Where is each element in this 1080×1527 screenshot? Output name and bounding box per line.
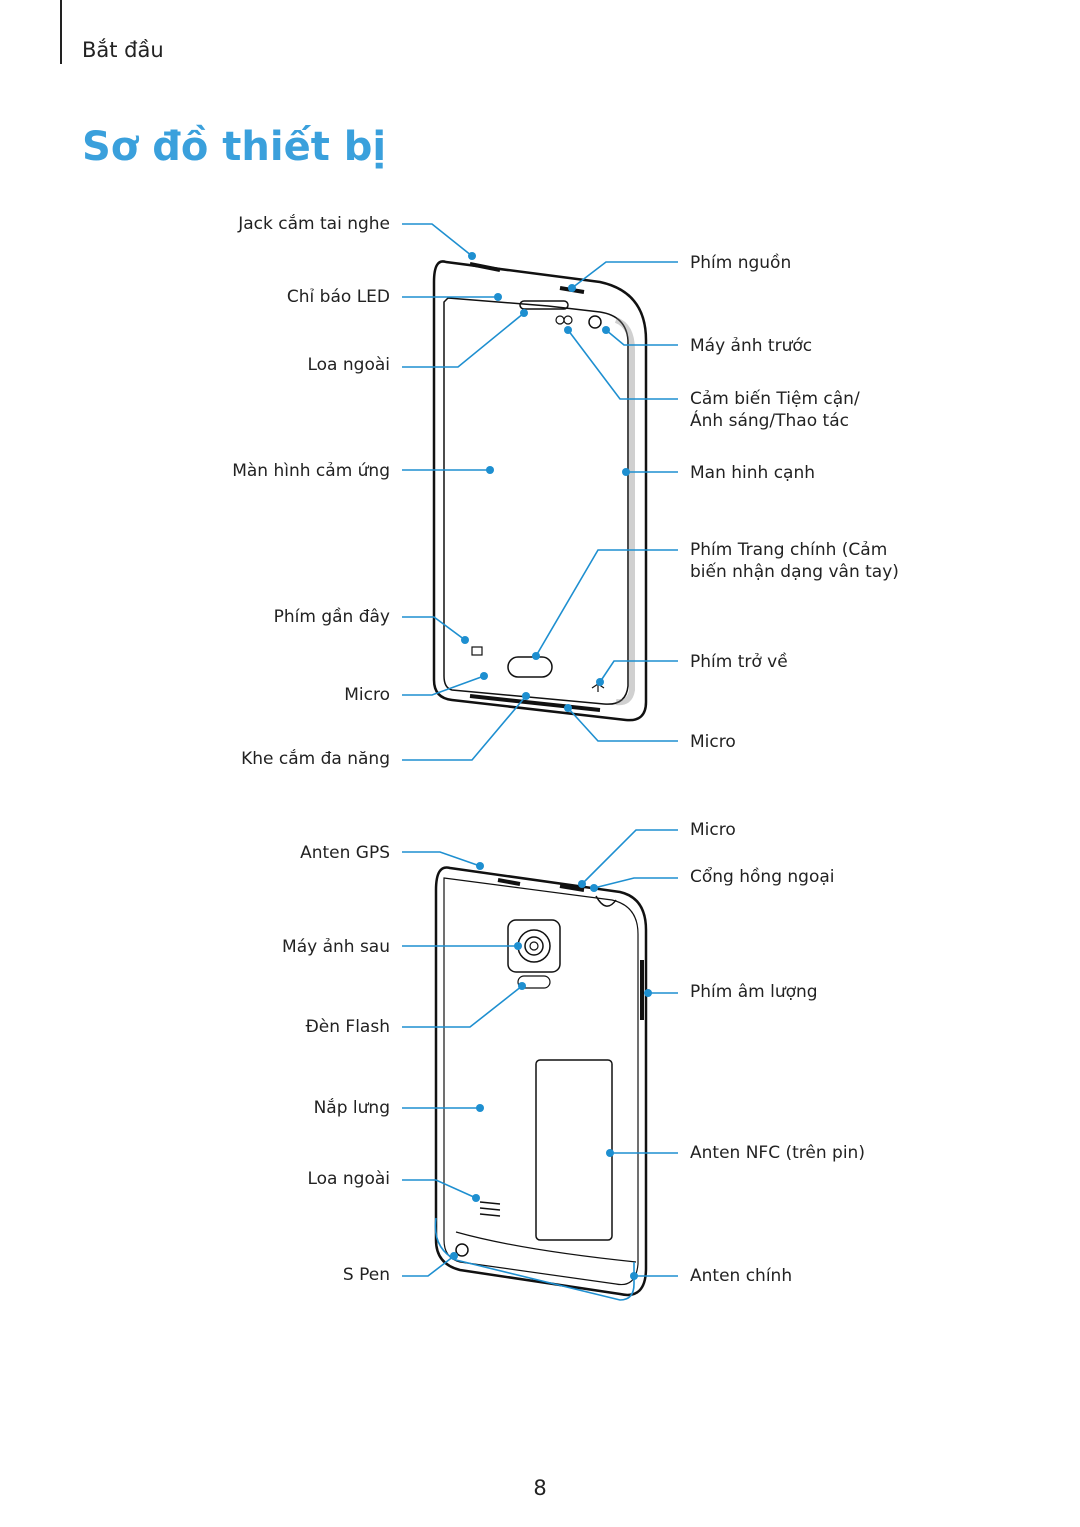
label-recents-key: Phím gần đây (273, 607, 390, 627)
label-home-key-line1: Phím Trang chính (Cảm (690, 540, 888, 560)
label-back-key: Phím trở về (690, 652, 788, 672)
back-callouts (402, 829, 678, 1301)
back-callout-dots (450, 862, 652, 1280)
front-callouts (402, 223, 678, 761)
label-flash: Đèn Flash (305, 1017, 390, 1037)
back-phone-illustration (434, 866, 648, 1297)
front-phone-illustration (432, 260, 648, 722)
label-front-micro-left: Micro (344, 685, 390, 705)
label-main-antenna: Anten chính (690, 1266, 793, 1286)
label-front-micro-right: Micro (690, 732, 736, 752)
label-gps-antenna: Anten GPS (300, 843, 390, 863)
label-nfc-antenna: Anten NFC (trên pin) (690, 1143, 865, 1163)
label-headphone-jack: Jack cắm tai nghe (238, 214, 390, 234)
label-rear-speaker: Loa ngoài (307, 1169, 390, 1189)
label-front-camera: Máy ảnh trước (690, 336, 813, 356)
label-sensor-line1: Cảm biến Tiệm cận/ (690, 389, 860, 409)
label-sensor-line2: Ánh sáng/Thao tác (690, 411, 849, 431)
label-front-speaker: Loa ngoài (307, 355, 390, 375)
label-led-indicator: Chỉ báo LED (286, 287, 390, 307)
label-home-key-line2: biến nhận dạng vân tay) (690, 562, 899, 582)
label-s-pen: S Pen (342, 1265, 390, 1285)
label-back-cover: Nắp lưng (313, 1098, 390, 1118)
front-callout-dots (461, 252, 630, 712)
page-title: Sơ đồ thiết bị (82, 124, 387, 170)
page-number: 8 (533, 1476, 547, 1500)
label-touchscreen: Màn hình cảm ứng (232, 461, 390, 481)
side-rule (60, 0, 62, 64)
label-edge-screen: Man hinh cạnh (690, 463, 816, 483)
label-rear-camera: Máy ảnh sau (282, 937, 390, 957)
label-back-micro: Micro (690, 820, 736, 840)
label-volume-key: Phím âm lượng (690, 982, 818, 1002)
label-power-key: Phím nguồn (690, 253, 792, 273)
label-multipurpose-jack: Khe cắm đa năng (241, 749, 390, 769)
label-ir-port: Cổng hồng ngoại (690, 867, 835, 887)
section-label: Bắt đầu (82, 38, 164, 62)
